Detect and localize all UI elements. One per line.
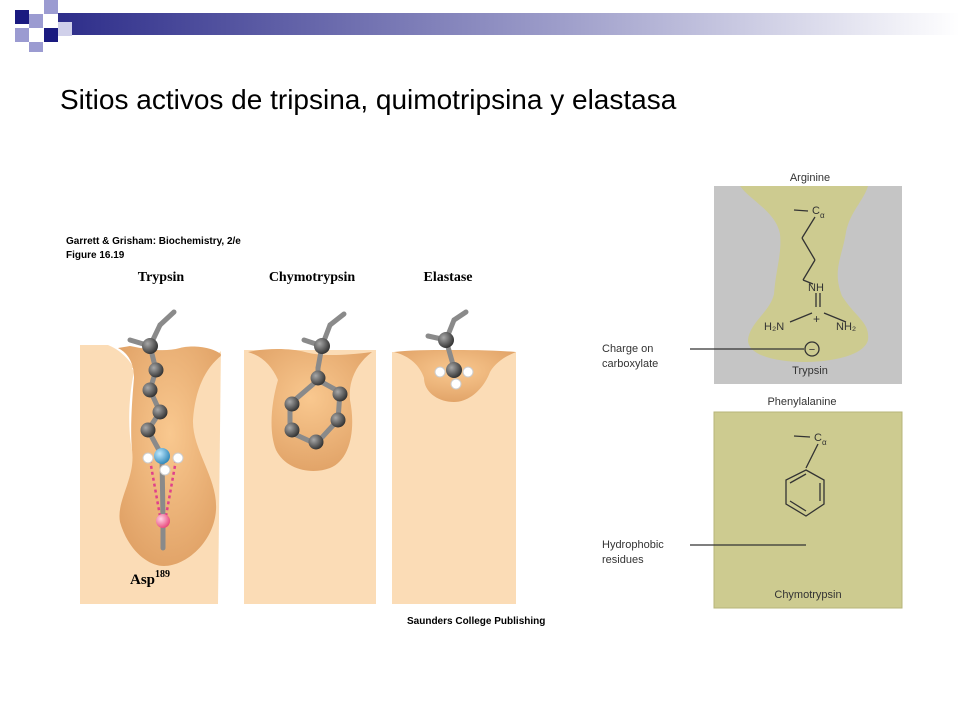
- hydrophobic-label-line2: residues: [602, 554, 644, 566]
- negative-charge-circle: [804, 341, 820, 357]
- right-figure: Arginine Cα NH H₂N NH₂ + − Charge on car…: [602, 172, 903, 609]
- nh-label: NH: [808, 282, 824, 294]
- nh2-label: NH₂: [836, 321, 856, 333]
- elastase-label: Elastase: [424, 270, 473, 285]
- trypsin-label: Trypsin: [138, 270, 185, 285]
- charge-label-line1: Charge on: [602, 343, 653, 355]
- chymotrypsin-label: Chymotrypsin: [269, 270, 356, 285]
- negative-charge-sign: −: [809, 344, 815, 356]
- left-figure: Garrett & Grisham: Biochemistry, 2/e Fig…: [66, 236, 545, 627]
- asp189-label: Asp189: [130, 569, 170, 588]
- slide-title: Sitios activos de tripsina, quimotripsin…: [60, 84, 677, 115]
- chymotrypsin-panel-bg: [713, 411, 903, 609]
- h2n-label: H₂N: [764, 321, 784, 333]
- calpha-1: Cα: [812, 205, 825, 220]
- title-bar-decoration: [0, 0, 960, 52]
- chymotrypsin-pocket: [244, 349, 376, 604]
- elastase-substrate: [425, 309, 474, 390]
- charge-label-line2: carboxylate: [602, 358, 658, 370]
- arginine-label: Arginine: [790, 172, 830, 184]
- publisher-credit: Saunders College Publishing: [407, 616, 545, 627]
- plus-charge: +: [813, 312, 820, 326]
- hydrophobic-label-line1: Hydrophobic: [602, 539, 664, 551]
- chymotrypsin-substrate: [284, 311, 348, 450]
- title-gradient-bar: [58, 13, 960, 35]
- source-citation-line2: Figure 16.19: [66, 250, 125, 261]
- phenylalanine-side-chain: [785, 435, 825, 517]
- trypsin-substrate: [127, 309, 184, 551]
- trypsin-pocket: [80, 345, 236, 604]
- chymotrypsin-panel-label: Chymotrypsin: [774, 589, 841, 601]
- arginine-side-chain: [789, 209, 847, 323]
- source-citation-line1: Garrett & Grisham: Biochemistry, 2/e: [66, 236, 241, 247]
- trypsin-panel-label: Trypsin: [792, 365, 828, 377]
- calpha-2: Cα: [814, 432, 827, 447]
- phenylalanine-label: Phenylalanine: [767, 396, 836, 408]
- corner-squares-decoration: [15, 0, 72, 52]
